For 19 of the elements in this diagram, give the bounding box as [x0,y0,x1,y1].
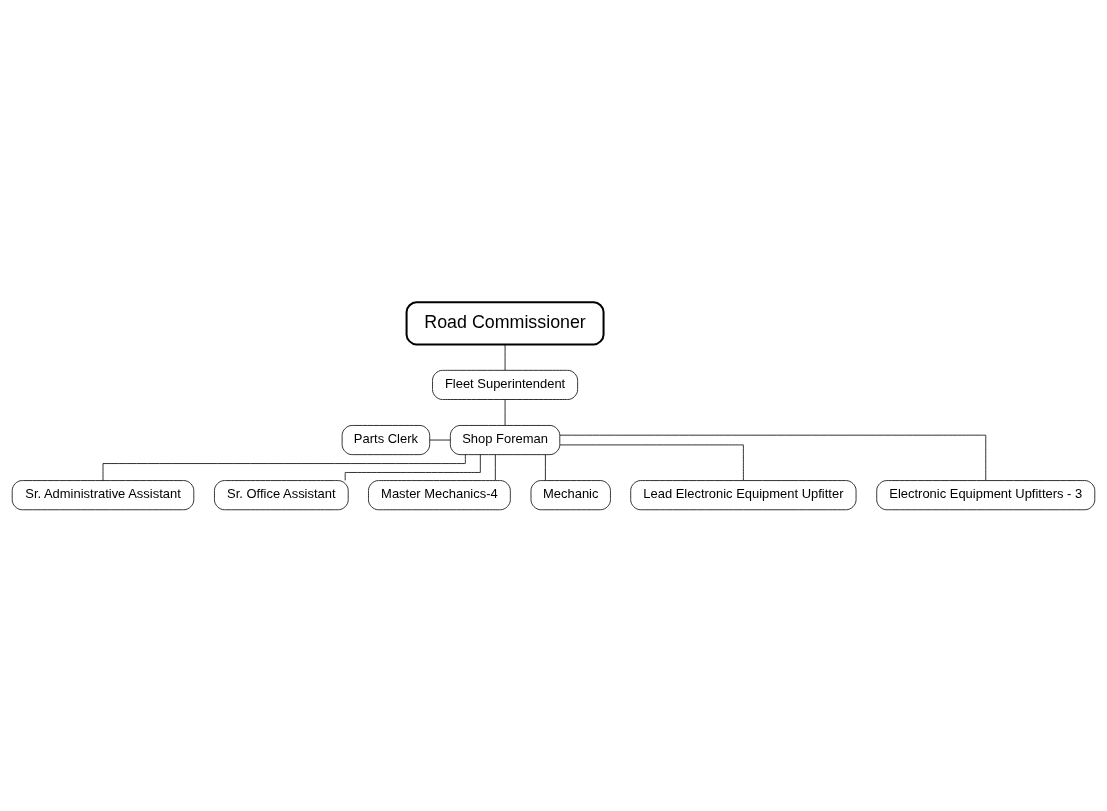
node-box: Road Commissioner [405,300,605,345]
node-box: Electronic Equipment Upfitters - 3 [876,479,1096,510]
node-box: Lead Electronic Equipment Upfitter [630,479,857,510]
connector [504,343,506,371]
node-box: Parts Clerk [341,424,431,455]
connector [545,453,546,481]
node-box: Sr. Office Assistant [214,479,349,510]
node-box: Sr. Administrative Assistant [11,479,195,510]
connector [344,453,481,481]
node-box: Master Mechanics-4 [368,479,511,510]
connector [494,453,496,481]
node-box: Shop Foreman [449,424,561,455]
node-box: Mechanic [530,479,611,510]
connector [559,444,744,481]
connector [559,434,987,481]
connector [102,453,466,481]
connector [504,398,506,426]
connector [429,439,451,440]
node-box: Fleet Superintendent [432,369,579,400]
